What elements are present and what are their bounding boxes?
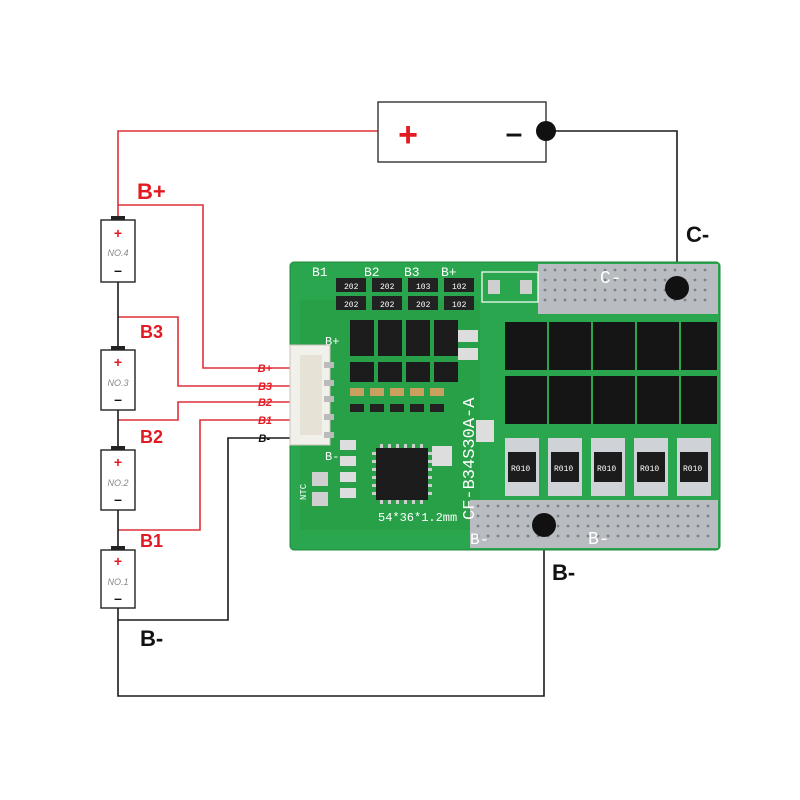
silk-part-number: CF-B34S30A-A <box>461 397 480 520</box>
passive-components <box>312 330 494 506</box>
connector-pin-labels: B+ B3 B2 B1 B- <box>258 363 273 445</box>
diode-outline <box>481 271 539 303</box>
pin-label-b-plus: B+ <box>258 363 273 375</box>
balance-wire-b2 <box>118 401 290 421</box>
pack-output-box: + – <box>377 101 556 163</box>
label-b2: B2 <box>140 427 163 447</box>
silk-b1: B1 <box>312 265 328 280</box>
silk-dimensions: 54*36*1.2mm <box>378 511 457 525</box>
wire-labels: B+ B3 B2 B1 B- C- B- <box>137 179 709 651</box>
silk-b3: B3 <box>404 265 420 280</box>
cell-2-name: NO.2 <box>107 478 128 488</box>
balance-transistors <box>350 320 458 382</box>
balance-wire-b3 <box>118 316 290 387</box>
main-positive-wire <box>117 130 378 220</box>
shunt-resistors: R010 R010 R010 R010 R010 <box>505 438 711 496</box>
battery-cell-4: + NO.4 – <box>100 216 136 283</box>
c-minus-node <box>665 276 689 300</box>
shunt-label-4: R010 <box>640 465 659 474</box>
resistor-code-2: 202 <box>380 283 395 292</box>
resistor-code-6: 202 <box>380 301 395 310</box>
cell-1-minus: – <box>114 590 122 606</box>
resistor-code-4: 102 <box>452 283 467 292</box>
bms-pcb: B1 B2 B3 B+ C- B- B- B+ B- NTC 54*36*1.2… <box>289 261 721 551</box>
cell-1-plus: + <box>114 553 122 569</box>
cell-3-plus: + <box>114 354 122 370</box>
c-minus-wire <box>546 130 678 288</box>
output-positive-sign: + <box>398 116 418 154</box>
shunt-label-2: R010 <box>554 465 573 474</box>
battery-cell-3: + NO.3 – <box>100 346 136 411</box>
b-minus-return-wire <box>117 525 545 697</box>
shunt-label-1: R010 <box>511 465 530 474</box>
cell-2-plus: + <box>114 454 122 470</box>
cell-3-name: NO.3 <box>107 378 128 388</box>
battery-cells: + NO.4 – + NO.3 – + NO.2 – + NO.1 – <box>100 216 136 609</box>
label-b-plus: B+ <box>137 179 166 204</box>
balance-wire-b-plus <box>118 204 290 369</box>
silk-b2: B2 <box>364 265 380 280</box>
top-resistors: 202 202 103 102 202 202 202 102 <box>336 278 474 310</box>
cell-4-name: NO.4 <box>107 248 128 258</box>
resistor-code-8: 102 <box>452 301 467 310</box>
silk-b-plus: B+ <box>441 265 457 280</box>
cell-4-minus: – <box>114 262 122 278</box>
silk-b-minus-marker: B- <box>325 450 339 464</box>
b-minus-node <box>532 513 556 537</box>
shunt-label-3: R010 <box>597 465 616 474</box>
cell-1-name: NO.1 <box>107 577 128 587</box>
cell-3-minus: – <box>114 391 122 407</box>
battery-cell-1: + NO.1 – <box>100 546 136 609</box>
battery-cell-2: + NO.2 – <box>100 446 136 511</box>
resistor-code-1: 202 <box>344 283 359 292</box>
cell-2-minus: – <box>114 491 122 507</box>
resistor-code-7: 202 <box>416 301 431 310</box>
silk-b-minus-pad-left: B- <box>470 531 489 549</box>
pack-negative-node <box>536 121 556 141</box>
cell-4-plus: + <box>114 225 122 241</box>
protection-ic <box>372 444 432 504</box>
balance-wire-b1 <box>118 419 290 531</box>
label-b-minus-left: B- <box>140 626 163 651</box>
wires <box>117 130 678 697</box>
label-c-minus: C- <box>686 222 709 247</box>
pin-label-b3: B3 <box>258 381 272 393</box>
silk-b-minus-pad: B- <box>588 530 610 550</box>
output-negative-sign: – <box>506 117 523 150</box>
resistor-code-3: 103 <box>416 283 431 292</box>
balance-wire-b-minus <box>118 437 290 621</box>
label-b3: B3 <box>140 322 163 342</box>
pin-label-b1: B1 <box>258 415 272 427</box>
resistor-code-5: 202 <box>344 301 359 310</box>
label-b-minus-right: B- <box>552 560 575 585</box>
mosfet-array <box>505 322 717 424</box>
silk-c-minus: C- <box>600 269 622 289</box>
pin-label-b-minus: B- <box>258 433 270 445</box>
balance-connector <box>289 344 334 446</box>
silk-ntc: NTC <box>299 483 309 500</box>
label-b1: B1 <box>140 531 163 551</box>
pin-label-b2: B2 <box>258 397 272 409</box>
shunt-label-5: R010 <box>683 465 702 474</box>
b-minus-pad <box>470 500 718 548</box>
